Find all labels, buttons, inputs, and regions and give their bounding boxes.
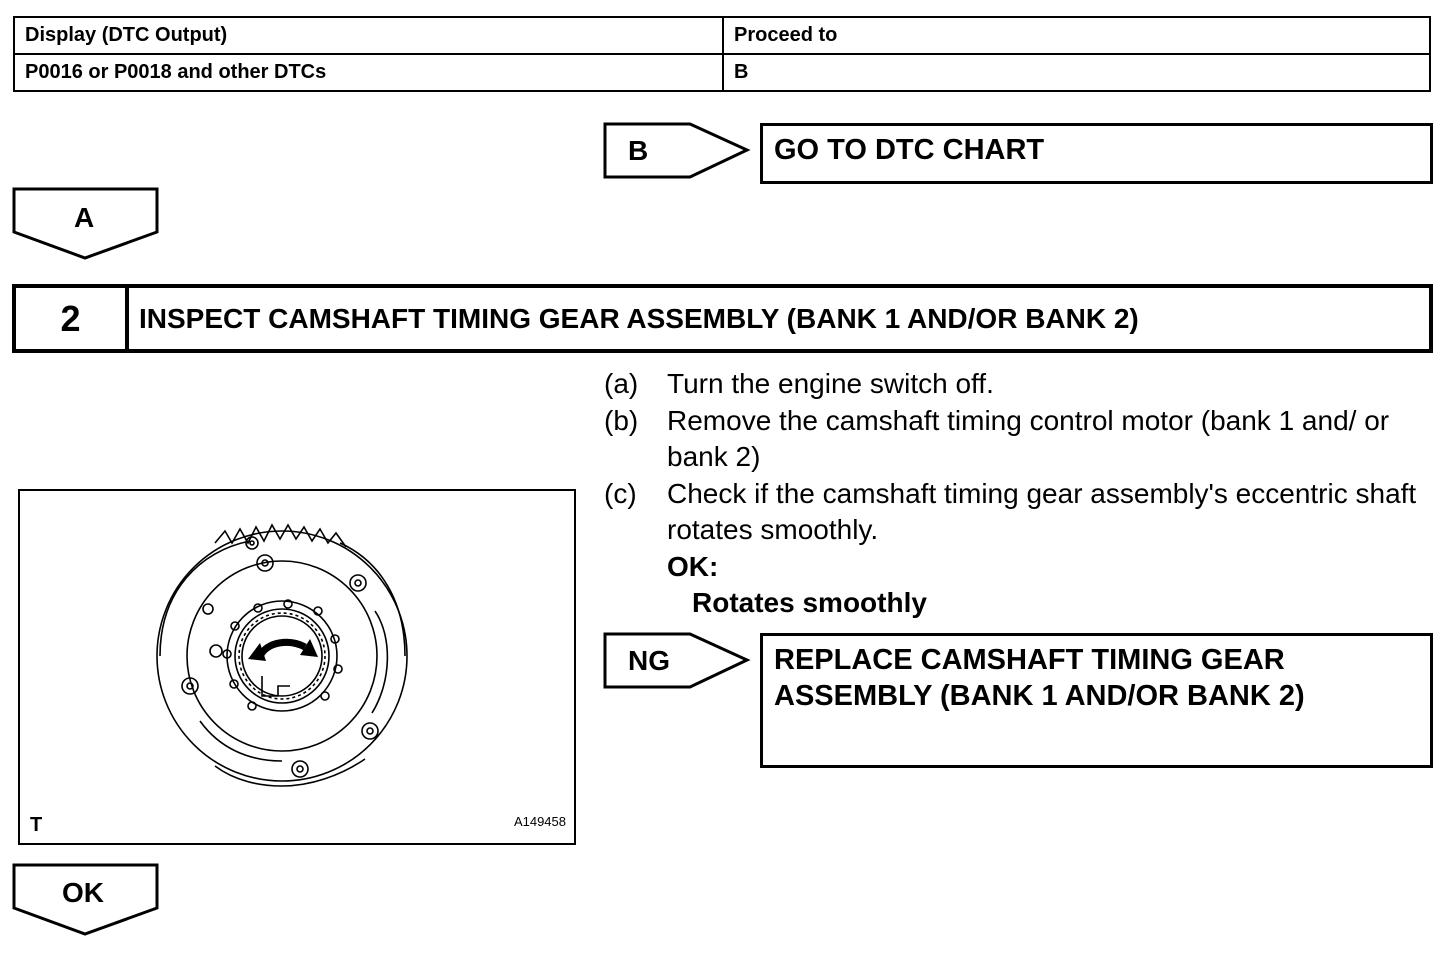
instruction-item: (b) Remove the camshaft timing control m… xyxy=(604,403,1434,476)
branch-ng-label: NG xyxy=(628,645,670,676)
table-header-cell: Proceed to xyxy=(722,16,1431,55)
instruction-text: Remove the camshaft timing control motor… xyxy=(667,404,1390,473)
branch-ok-label: OK xyxy=(62,877,104,908)
table-cell: P0016 or P0018 and other DTCs xyxy=(13,53,724,92)
table-row: P0016 or P0018 and other DTCs B xyxy=(13,53,1431,92)
branch-b-label: B xyxy=(628,135,649,166)
table-header-cell: Display (DTC Output) xyxy=(13,16,724,55)
branch-ng-result-text: REPLACE CAMSHAFT TIMING GEAR ASSEMBLY (B… xyxy=(774,644,1305,712)
branch-ng-result: REPLACE CAMSHAFT TIMING GEAR ASSEMBLY (B… xyxy=(760,633,1433,768)
figure-code: A149458 xyxy=(513,814,566,829)
branch-ng-arrow xyxy=(603,632,751,689)
table-cell: B xyxy=(722,53,1431,92)
step-header: 2 INSPECT CAMSHAFT TIMING GEAR ASSEMBLY … xyxy=(12,284,1433,353)
instruction-label: (a) xyxy=(604,368,639,399)
branch-b-result: GO TO DTC CHART xyxy=(760,123,1433,184)
instruction-label: (c) xyxy=(604,477,637,509)
instruction-list: (a) Turn the engine switch off. (b) Remo… xyxy=(604,366,1434,622)
instruction-text: Check if the camshaft timing gear assemb… xyxy=(667,477,1417,546)
branch-b-arrow xyxy=(603,122,751,179)
instruction-label: (b) xyxy=(604,404,639,436)
branch-a-label: A xyxy=(74,202,95,233)
step-number: 2 xyxy=(16,288,129,349)
step-title: INSPECT CAMSHAFT TIMING GEAR ASSEMBLY (B… xyxy=(139,302,1139,334)
branch-ok-arrow xyxy=(12,863,159,936)
instruction-item: (c) Check if the camshaft timing gear as… xyxy=(604,476,1434,549)
dtc-table: Display (DTC Output) Proceed to P0016 or… xyxy=(13,16,1431,92)
branch-b-result-text: GO TO DTC CHART xyxy=(774,134,1045,166)
camshaft-gear-illustration: T A149458 xyxy=(18,489,576,845)
camshaft-timing-gear-drawing xyxy=(156,523,408,787)
branch-a-arrow xyxy=(12,187,159,260)
table-header-row: Display (DTC Output) Proceed to xyxy=(13,16,1431,55)
ok-criteria-value: Rotates smoothly xyxy=(692,587,927,618)
ok-criteria-label: OK: xyxy=(667,550,719,582)
figure-corner-mark: T xyxy=(30,814,43,836)
instruction-item: (a) Turn the engine switch off. xyxy=(604,366,1434,403)
instruction-text: Turn the engine switch off. xyxy=(667,368,994,399)
